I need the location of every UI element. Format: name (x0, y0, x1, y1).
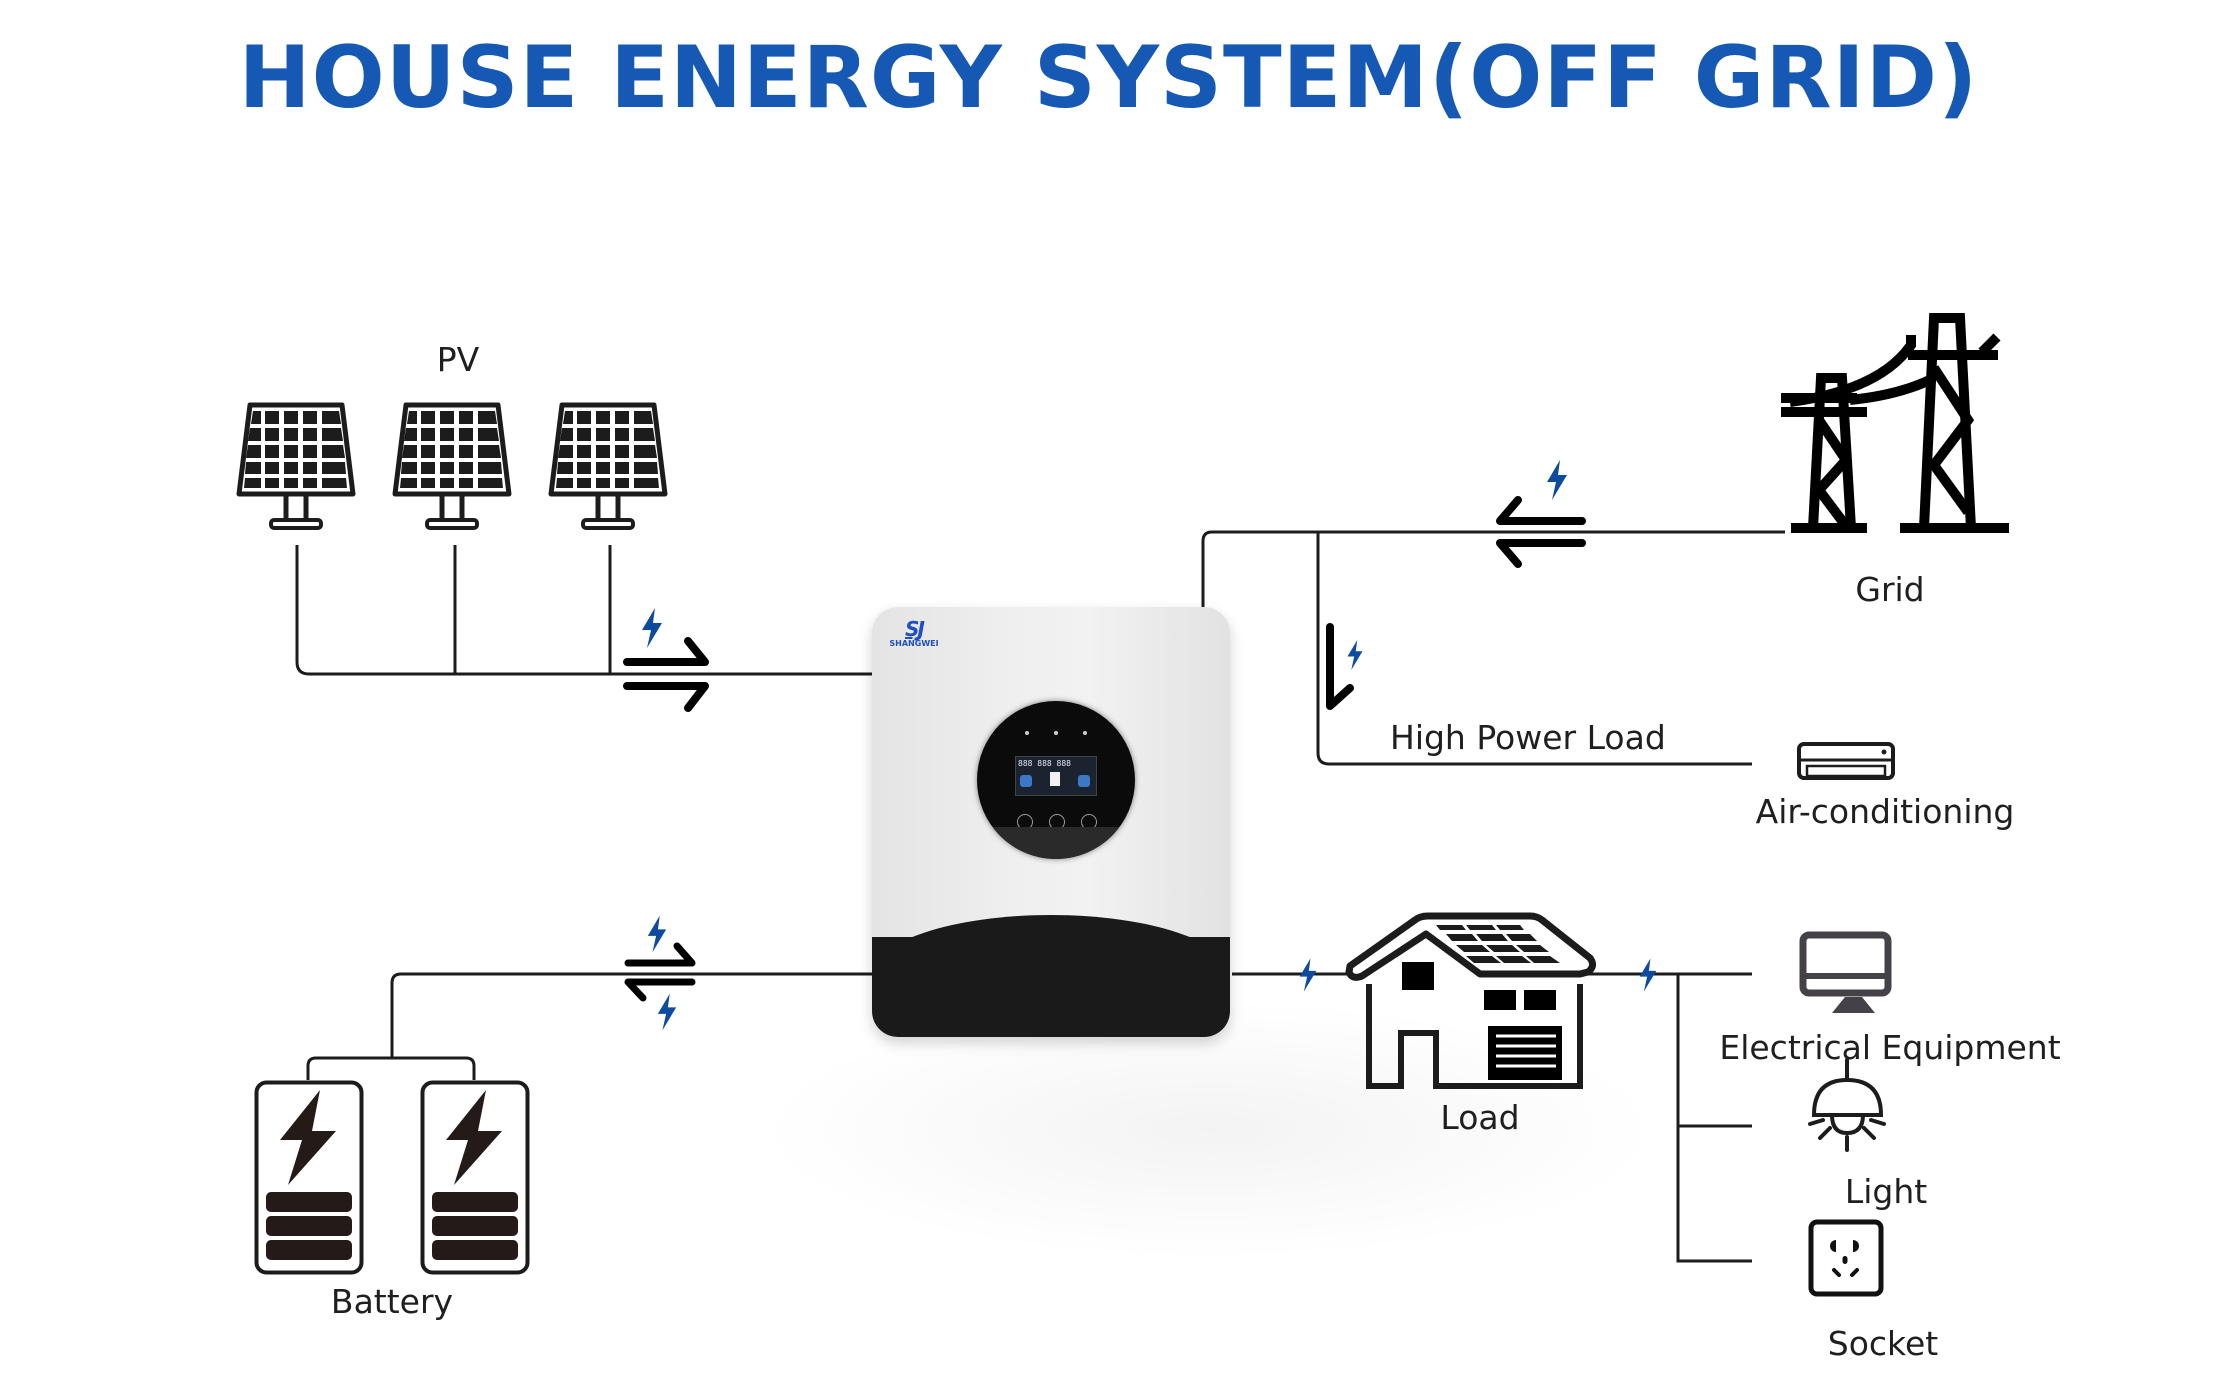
display-bezel (977, 827, 1135, 859)
grid-wiring (1201, 530, 1785, 766)
pv-label: PV (436, 340, 480, 379)
grid-label: Grid (1855, 570, 1925, 609)
high-power-load-arrow (1326, 623, 1354, 710)
pv-bolt-icon (642, 608, 662, 648)
inverter: SJ SHANGWEI 888 888 888 (872, 607, 1232, 1047)
control-display: 888 888 888 (977, 701, 1135, 859)
socket-label: Socket (1827, 1324, 1939, 1363)
grid-flow-arrows (1496, 496, 1586, 568)
battery-flow-arrows (624, 942, 696, 1002)
power-tower-icon (1781, 313, 2009, 533)
monitor-icon (1799, 931, 1892, 1013)
air-conditioning-label: Air-conditioning (1755, 792, 2015, 831)
brand-name: SHANGWEI (889, 639, 939, 648)
house-icon (1345, 912, 1597, 1089)
brand-logo: SJ SHANGWEI (884, 619, 944, 648)
lamp-icon (1808, 1058, 1886, 1152)
grid-bolt-icon (1547, 460, 1567, 500)
battery-discharge-bolt-icon (657, 993, 677, 1031)
lcd-inverter-icon (1050, 772, 1060, 786)
status-led (1025, 731, 1029, 735)
battery-wiring (306, 972, 872, 1080)
lcd-grid-icon (1078, 775, 1090, 787)
battery-charge-bolt-icon (647, 915, 667, 953)
status-led (1083, 731, 1087, 735)
electrical-equipment-label: Electrical Equipment (1719, 1028, 2061, 1067)
lcd-screen: 888 888 888 (1015, 756, 1097, 796)
battery-icon (420, 1080, 530, 1275)
load-label: Load (1440, 1098, 1520, 1137)
battery-icon (254, 1080, 364, 1275)
high-power-load-bolt-icon (1347, 640, 1363, 670)
pv-flow-arrows (623, 637, 709, 712)
pv-wiring (295, 545, 872, 676)
brand-mark: SJ (905, 617, 925, 641)
solar-panel-icon (551, 405, 665, 528)
load-wiring (1232, 972, 1752, 1263)
battery-label: Battery (330, 1282, 454, 1321)
solar-panel-icon (239, 405, 353, 528)
status-led (1054, 731, 1058, 735)
high-power-load-label: High Power Load (1390, 718, 1666, 757)
air-conditioner-icon (1797, 742, 1895, 780)
inverter-base (872, 915, 1230, 1037)
solar-panel-icon (395, 405, 509, 528)
lcd-readout: 888 888 888 (1018, 759, 1071, 768)
inverter-body: SJ SHANGWEI 888 888 888 (872, 607, 1230, 1037)
socket-icon (1808, 1219, 1884, 1297)
diagram-title: HOUSE ENERGY SYSTEM(OFF GRID) (238, 28, 1979, 128)
light-label: Light (1844, 1172, 1928, 1211)
lcd-pv-icon (1020, 775, 1032, 787)
